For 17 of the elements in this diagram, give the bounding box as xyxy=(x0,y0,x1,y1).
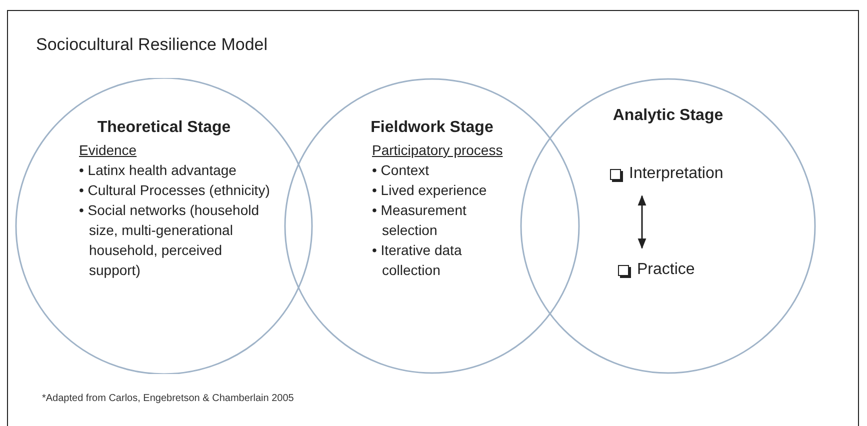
bullet-item: • Lived experience xyxy=(372,181,488,200)
bullet-item: • Cultural Processes (ethnicity) xyxy=(79,181,271,200)
bullet-item: • Latinx health advantage xyxy=(79,161,238,180)
stage-heading: Theoretical Stage xyxy=(97,118,231,138)
stage-heading: Analytic Stage xyxy=(612,106,724,126)
bullet-item: • Measurement selection xyxy=(372,201,468,240)
bullet-item: • Social networks (household size, multi-generational household, perceived support) xyxy=(79,201,260,280)
item-label: Practice xyxy=(637,260,695,280)
stage-heading: Fieldwork Stage xyxy=(370,118,494,138)
diagram-title: Sociocultural Resilience Model xyxy=(36,34,268,56)
bullet-item: • Iterative data collection xyxy=(372,241,463,280)
item-label: Interpretation xyxy=(629,164,724,184)
bullet-item: • Context xyxy=(372,161,430,180)
double-arrow xyxy=(638,194,646,250)
section-subheading: Participatory process xyxy=(372,142,503,158)
section-subheading: Evidence xyxy=(79,142,137,158)
source-footnote: *Adapted from Carlos, Engebretson & Chamberlain 2005 xyxy=(42,392,294,406)
